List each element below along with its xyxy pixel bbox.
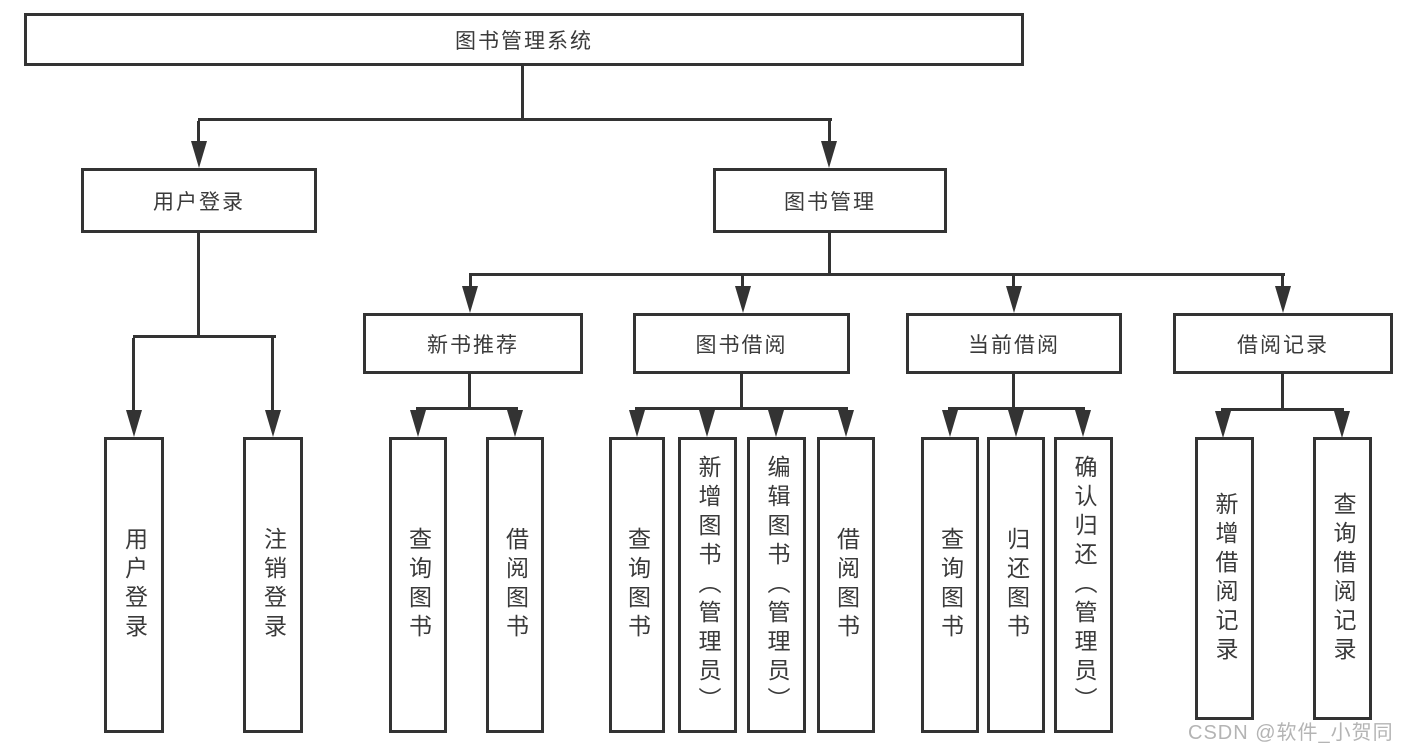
leaf-confirm-return-admin: 确认归还（管理员） bbox=[1054, 437, 1113, 733]
arrowhead-down-icon bbox=[1334, 411, 1350, 438]
node-book-management: 图书管理 bbox=[713, 168, 947, 233]
leaf-query-borrow-record: 查询借阅记录 bbox=[1313, 437, 1372, 720]
node-label: 图书管理系统 bbox=[455, 29, 593, 53]
leaf-borrow-books-recommend: 借阅图书 bbox=[486, 437, 544, 733]
connector-branch-leaf bbox=[271, 338, 274, 412]
node-label: 当前借阅 bbox=[968, 333, 1060, 357]
node-book-borrowing: 图书借阅 bbox=[633, 313, 850, 374]
arrowhead-down-icon bbox=[265, 410, 281, 437]
arrowhead-down-icon bbox=[462, 286, 478, 313]
node-current-borrowing: 当前借阅 bbox=[906, 313, 1122, 374]
leaf-label: 查询图书 bbox=[405, 527, 432, 643]
leaf-add-book-admin: 新增图书（管理员） bbox=[678, 437, 737, 733]
arrowhead-down-icon bbox=[699, 410, 715, 437]
leaf-return-book: 归还图书 bbox=[987, 437, 1045, 733]
arrowhead-down-icon bbox=[821, 141, 837, 168]
connector-root-stem bbox=[521, 66, 524, 120]
arrowhead-down-icon bbox=[629, 410, 645, 437]
connector-borrowing-rail bbox=[635, 407, 848, 410]
leaf-query-books-recommend: 查询图书 bbox=[389, 437, 447, 733]
arrowhead-down-icon bbox=[410, 410, 426, 437]
arrowhead-down-icon bbox=[1075, 410, 1091, 437]
leaf-query-books-current: 查询图书 bbox=[921, 437, 979, 733]
leaf-borrow-books-borrowing: 借阅图书 bbox=[817, 437, 875, 733]
connector-branch-l3 bbox=[469, 276, 472, 290]
leaf-label: 借阅图书 bbox=[833, 527, 860, 643]
connector-borrowing-stem bbox=[740, 374, 743, 407]
node-label: 图书借阅 bbox=[695, 333, 788, 357]
connector-branch-user-login bbox=[197, 121, 200, 145]
arrowhead-down-icon bbox=[1008, 410, 1024, 437]
leaf-label: 借阅图书 bbox=[502, 527, 529, 643]
connector-records-rail bbox=[1221, 408, 1344, 411]
leaf-label: 归还图书 bbox=[1003, 527, 1030, 643]
connector-current-stem bbox=[1012, 374, 1015, 407]
arrowhead-down-icon bbox=[838, 410, 854, 437]
arrowhead-down-icon bbox=[191, 141, 207, 168]
node-new-book-recommend: 新书推荐 bbox=[363, 313, 583, 374]
leaf-edit-book-admin: 编辑图书（管理员） bbox=[747, 437, 806, 733]
arrowhead-down-icon bbox=[1275, 286, 1291, 313]
leaf-label: 查询借阅记录 bbox=[1330, 491, 1356, 666]
connector-current-rail bbox=[948, 407, 1085, 410]
leaf-query-books-borrowing: 查询图书 bbox=[609, 437, 665, 733]
connector-branch-leaf bbox=[132, 338, 135, 412]
arrowhead-down-icon bbox=[768, 410, 784, 437]
node-label: 新书推荐 bbox=[427, 333, 519, 357]
connector-records-stem bbox=[1281, 374, 1284, 408]
leaf-logout: 注销登录 bbox=[243, 437, 303, 733]
arrowhead-down-icon bbox=[126, 410, 142, 437]
leaf-label: 确认归还（管理员） bbox=[1071, 454, 1097, 716]
arrowhead-down-icon bbox=[1215, 411, 1231, 438]
connector-branch-l3 bbox=[1281, 276, 1284, 290]
leaf-label: 查询图书 bbox=[624, 527, 651, 643]
node-label: 图书管理 bbox=[784, 190, 876, 214]
leaf-label: 用户登录 bbox=[121, 527, 148, 643]
node-label: 借阅记录 bbox=[1237, 333, 1329, 357]
arrowhead-down-icon bbox=[1006, 286, 1022, 313]
connector-userlogin-rail bbox=[133, 335, 276, 338]
connector-bookmgmt-rail bbox=[469, 273, 1285, 276]
arrowhead-down-icon bbox=[942, 410, 958, 437]
node-user-login: 用户登录 bbox=[81, 168, 317, 233]
connector-recommend-rail bbox=[416, 407, 518, 410]
arrowhead-down-icon bbox=[507, 410, 523, 437]
connector-root-rail bbox=[198, 118, 832, 121]
connector-branch-book-management bbox=[828, 121, 831, 145]
watermark-csdn: CSDN @软件_小贺同学 bbox=[1188, 722, 1394, 744]
connector-branch-l3 bbox=[1012, 276, 1015, 290]
leaf-label: 新增借阅记录 bbox=[1212, 491, 1238, 666]
leaf-add-borrow-record: 新增借阅记录 bbox=[1195, 437, 1254, 720]
arrowhead-down-icon bbox=[735, 286, 751, 313]
leaf-label: 新增图书（管理员） bbox=[695, 454, 721, 716]
leaf-user-login: 用户登录 bbox=[104, 437, 164, 733]
node-label: 用户登录 bbox=[153, 190, 245, 214]
leaf-label: 查询图书 bbox=[937, 527, 964, 643]
connector-userlogin-stem bbox=[197, 233, 200, 335]
connector-recommend-stem bbox=[468, 374, 471, 407]
connector-bookmgmt-stem bbox=[828, 233, 831, 275]
node-borrowing-records: 借阅记录 bbox=[1173, 313, 1393, 374]
leaf-label: 注销登录 bbox=[260, 527, 287, 643]
node-library-system: 图书管理系统 bbox=[24, 13, 1024, 66]
leaf-label: 编辑图书（管理员） bbox=[764, 454, 790, 716]
connector-branch-l3 bbox=[741, 276, 744, 290]
